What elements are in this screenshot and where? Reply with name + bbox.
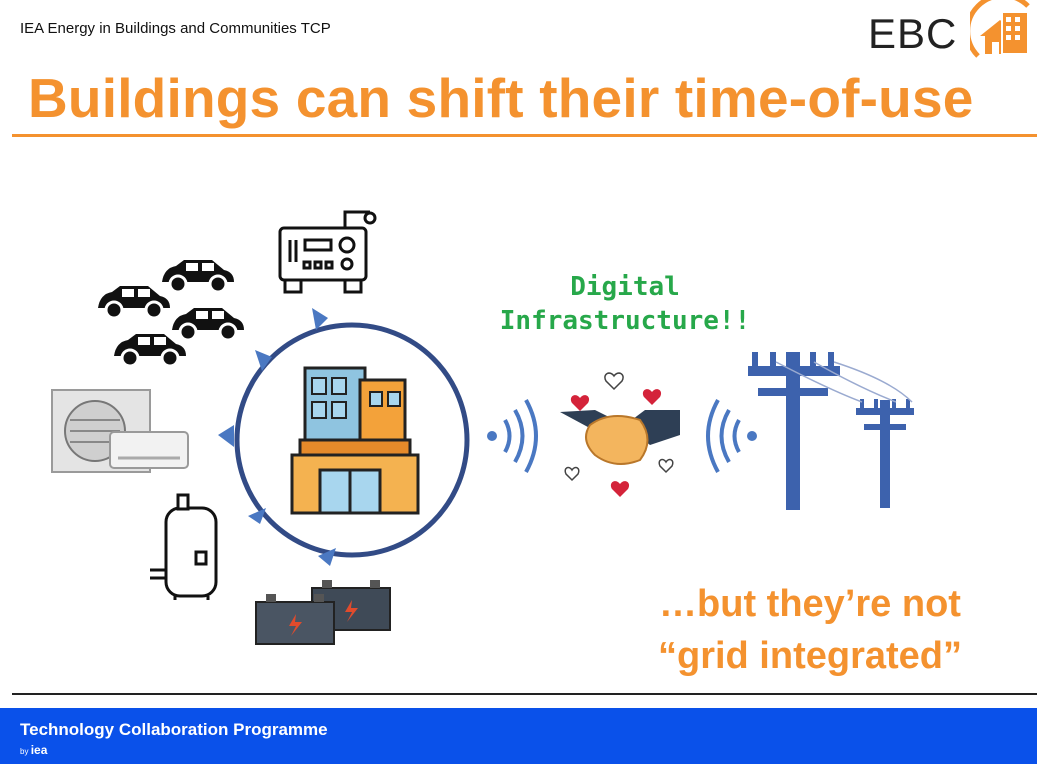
ebc-house-logo-icon: [970, 0, 1030, 58]
car-icon: [162, 260, 234, 294]
digital-infrastructure-label: Digital Infrastructure!!: [490, 270, 760, 338]
car-icon: [172, 308, 244, 342]
power-lines: [775, 361, 913, 403]
logo-text: EBC: [868, 10, 958, 57]
power-pole-icon: [748, 352, 914, 510]
org-name: IEA Energy in Buildings and Communities …: [20, 20, 331, 37]
digital-line-1: Digital: [570, 272, 680, 302]
wireless-signal-icon: [487, 399, 538, 473]
footer-by-text: by: [20, 747, 29, 756]
footer-rule: [12, 693, 1037, 695]
cars-icon: [98, 260, 244, 368]
batteries-icon: [255, 580, 391, 645]
arrow-icon: [255, 350, 272, 371]
arrow-icon: [248, 508, 266, 524]
footer-bar: Technology Collaboration Programme by ie…: [0, 708, 1037, 764]
ring-arrows: [218, 308, 336, 566]
caption-line-2: “grid integrated”: [657, 635, 963, 677]
slide-title: Buildings can shift their time-of-use: [28, 67, 974, 129]
wireless-signal-icon: [706, 399, 757, 473]
water-heater-icon: [150, 493, 218, 600]
building-icon: [290, 366, 420, 515]
footer-byline: by iea: [20, 743, 47, 757]
car-icon: [114, 334, 186, 368]
diagram: [51, 210, 914, 645]
arrow-icon: [218, 425, 234, 447]
car-icon: [98, 286, 170, 320]
title-underline: [12, 134, 1037, 137]
building-ring: [234, 322, 470, 558]
iea-logo: iea: [30, 743, 48, 757]
footer-title: Technology Collaboration Programme: [20, 720, 328, 739]
digital-line-2: Infrastructure!!: [499, 306, 751, 336]
generator-icon: [278, 210, 377, 294]
caption-line-1: …but they’re not: [659, 583, 961, 625]
air-conditioner-icon: [51, 389, 189, 473]
arrow-icon: [312, 308, 328, 330]
ebc-logo: EBC: [862, 0, 1037, 60]
arrow-icon: [318, 548, 336, 566]
heart-outline-icon: [564, 372, 674, 482]
handshake-icon: [560, 410, 680, 465]
grid-caption: …but they’re not “grid integrated”: [600, 578, 1020, 682]
heart-icon: [570, 389, 662, 497]
